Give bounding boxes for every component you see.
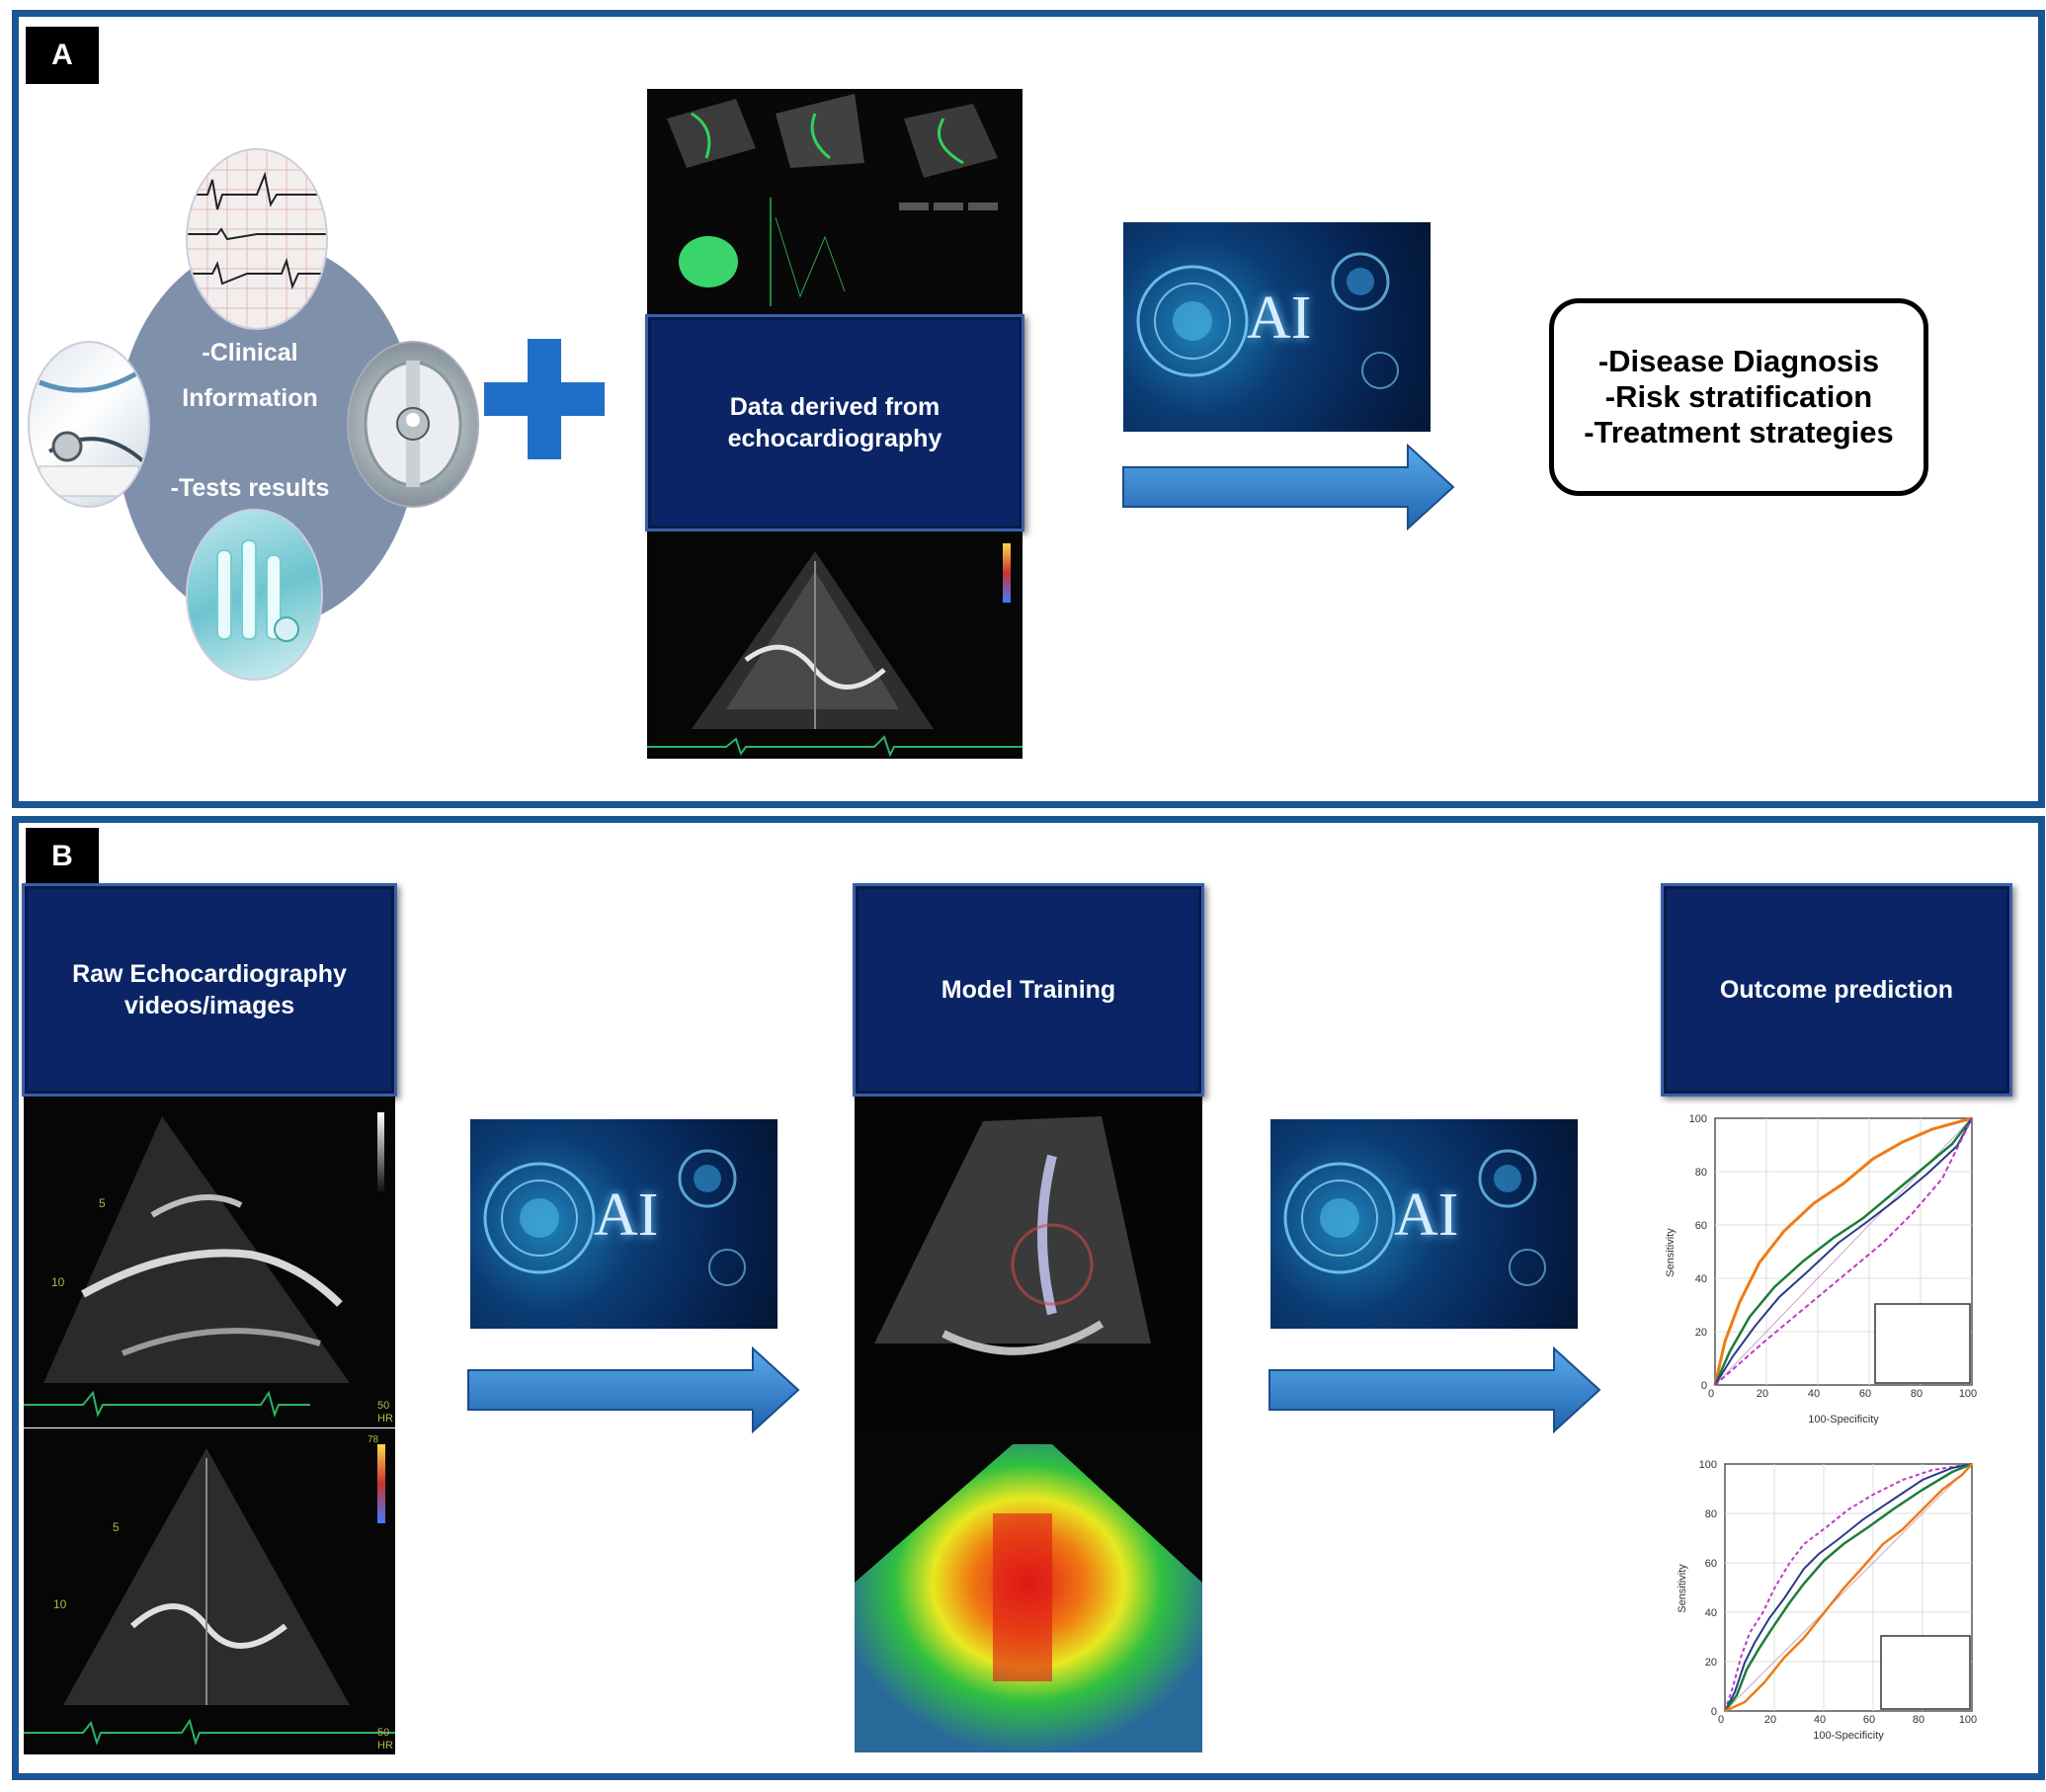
echo-data-title: Data derived from echocardiography xyxy=(727,393,942,452)
roc-top-ytick-0: 0 xyxy=(1701,1380,1707,1392)
lab-test-image-bubble xyxy=(186,509,323,681)
ai-circuit-icon xyxy=(1136,252,1399,389)
roc-bottom-ytick-2: 40 xyxy=(1705,1607,1717,1619)
echo-sector-plax-icon: 5 10 50 HR xyxy=(24,1097,395,1427)
ecg-image-bubble xyxy=(186,148,328,330)
roc-top-xtick-2: 40 xyxy=(1808,1388,1820,1400)
roc-top-xlabel: 100-Specificity xyxy=(1808,1414,1879,1425)
depth-10-label: 10 xyxy=(51,1275,65,1289)
model-training-title: Model Training xyxy=(941,975,1116,1004)
roc-bottom-ytick-3: 60 xyxy=(1705,1558,1717,1570)
roc-chart-bottom: 0 20 40 60 80 100 0 20 40 60 80 100 100-… xyxy=(1656,1450,1992,1756)
clinical-info-line1: -Clinical xyxy=(202,339,298,367)
outcome-risk-stratification: -Risk stratification xyxy=(1604,379,1873,414)
raw-echo-parasternal-image: 5 10 50 HR xyxy=(24,1097,395,1427)
ai-label-b2: AI xyxy=(1394,1181,1459,1249)
roc-bottom-xtick-1: 20 xyxy=(1764,1714,1776,1726)
roc-top-ytick-3: 60 xyxy=(1695,1220,1707,1232)
roc-bottom-xlabel: 100-Specificity xyxy=(1813,1730,1884,1742)
color-scale-top-label: 78 xyxy=(368,1434,379,1445)
ai-image-a: AI xyxy=(1123,222,1431,432)
roc-bottom-ytick-1: 20 xyxy=(1705,1657,1717,1669)
ecg-trace-icon xyxy=(188,150,326,328)
outcome-prediction-title: Outcome prediction xyxy=(1719,975,1954,1004)
echo-sector-a4c-icon: 5 10 78 50 HR xyxy=(24,1428,395,1754)
raw-echo-box: Raw Echocardiography videos/images xyxy=(22,883,397,1097)
roc-top-xtick-0: 0 xyxy=(1708,1388,1714,1400)
ai-label-b1: AI xyxy=(594,1181,659,1249)
arrow-right-icon-b2 xyxy=(1269,1345,1601,1434)
roc-top-ytick-5: 100 xyxy=(1689,1113,1707,1125)
roc-top-xtick-4: 80 xyxy=(1911,1388,1923,1400)
roc-bottom-ytick-0: 0 xyxy=(1711,1706,1717,1718)
roc-bottom-ytick-5: 100 xyxy=(1699,1459,1717,1471)
outcome-prediction-box: Outcome prediction xyxy=(1661,883,2012,1097)
model-training-echo-image xyxy=(855,1097,1202,1425)
outcome-treatment-strategies: -Treatment strategies xyxy=(1584,415,1894,449)
arrow-right-icon-b1 xyxy=(467,1345,800,1434)
hr-value-label-b: 50 xyxy=(377,1727,389,1739)
depth-5-label-b: 5 xyxy=(113,1520,120,1534)
roc-chart-top: 0 20 40 60 80 100 0 20 40 60 80 100 100-… xyxy=(1656,1104,1992,1430)
panel-a-tag: A xyxy=(26,27,99,84)
echo-data-box: Data derived from echocardiography xyxy=(645,314,1024,531)
stethoscope-icon xyxy=(39,369,145,497)
raw-echo-apical-image: 5 10 78 50 HR xyxy=(24,1428,395,1754)
plus-icon xyxy=(484,339,605,459)
ai-label-a: AI xyxy=(1247,285,1312,352)
raw-echo-title: Raw Echocardiography videos/images xyxy=(72,960,347,1019)
device-image-bubble xyxy=(347,341,479,508)
depth-5-label: 5 xyxy=(99,1196,106,1210)
outcome-list-box: -Disease Diagnosis -Risk stratification … xyxy=(1549,298,1928,496)
roc-top-xtick-5: 100 xyxy=(1959,1388,1977,1400)
roc-top-xtick-1: 20 xyxy=(1757,1388,1768,1400)
roc-bottom-xtick-3: 60 xyxy=(1863,1714,1875,1726)
tests-results-label: -Tests results xyxy=(170,474,330,502)
roc-top-ytick-1: 20 xyxy=(1695,1327,1707,1339)
3d-echo-views-icon xyxy=(647,89,1023,314)
roc-bottom-xtick-4: 80 xyxy=(1913,1714,1924,1726)
3d-echo-strain-image xyxy=(647,89,1023,314)
echo-rgb-overlay-icon xyxy=(855,1097,1202,1425)
echo-sector-icon xyxy=(647,531,1023,759)
depth-10-label-b: 10 xyxy=(53,1597,67,1611)
roc-bottom-xtick-2: 40 xyxy=(1814,1714,1826,1726)
ai-circuit-icon-b2 xyxy=(1283,1149,1546,1286)
roc-bottom-ytick-4: 80 xyxy=(1705,1508,1717,1520)
clinical-info-line2: Information xyxy=(182,384,318,412)
stethoscope-image-bubble xyxy=(28,341,150,508)
clinical-info-cluster: -Clinical Information -Tests results xyxy=(28,143,482,682)
model-training-box: Model Training xyxy=(853,883,1204,1097)
roc-bottom-xtick-0: 0 xyxy=(1718,1714,1724,1726)
echo-apical-color-image xyxy=(647,531,1023,759)
medical-device-icon xyxy=(364,361,462,487)
hr-unit-label: HR xyxy=(377,1413,393,1425)
roc-top-xtick-3: 60 xyxy=(1859,1388,1871,1400)
hr-unit-label-b: HR xyxy=(377,1740,393,1751)
roc-top-ytick-2: 40 xyxy=(1695,1273,1707,1285)
panel-b-tag: B xyxy=(26,828,99,885)
roc-bottom-xtick-5: 100 xyxy=(1959,1714,1977,1726)
saliency-heatmap-icon xyxy=(855,1425,1202,1752)
roc-top-ylabel: Sensitivity xyxy=(1665,1228,1677,1277)
arrow-right-icon-a xyxy=(1122,443,1455,531)
ai-image-b2: AI xyxy=(1270,1119,1578,1329)
ai-image-b1: AI xyxy=(470,1119,777,1329)
ai-circuit-icon-b1 xyxy=(483,1149,746,1286)
roc-top-ytick-4: 80 xyxy=(1695,1167,1707,1179)
hr-value-label: 50 xyxy=(377,1400,389,1412)
model-training-heatmap-image xyxy=(855,1425,1202,1752)
roc-bottom-ylabel: Sensitivity xyxy=(1677,1564,1688,1613)
test-tubes-icon xyxy=(216,539,299,642)
outcome-disease-diagnosis: -Disease Diagnosis xyxy=(1597,344,1880,378)
